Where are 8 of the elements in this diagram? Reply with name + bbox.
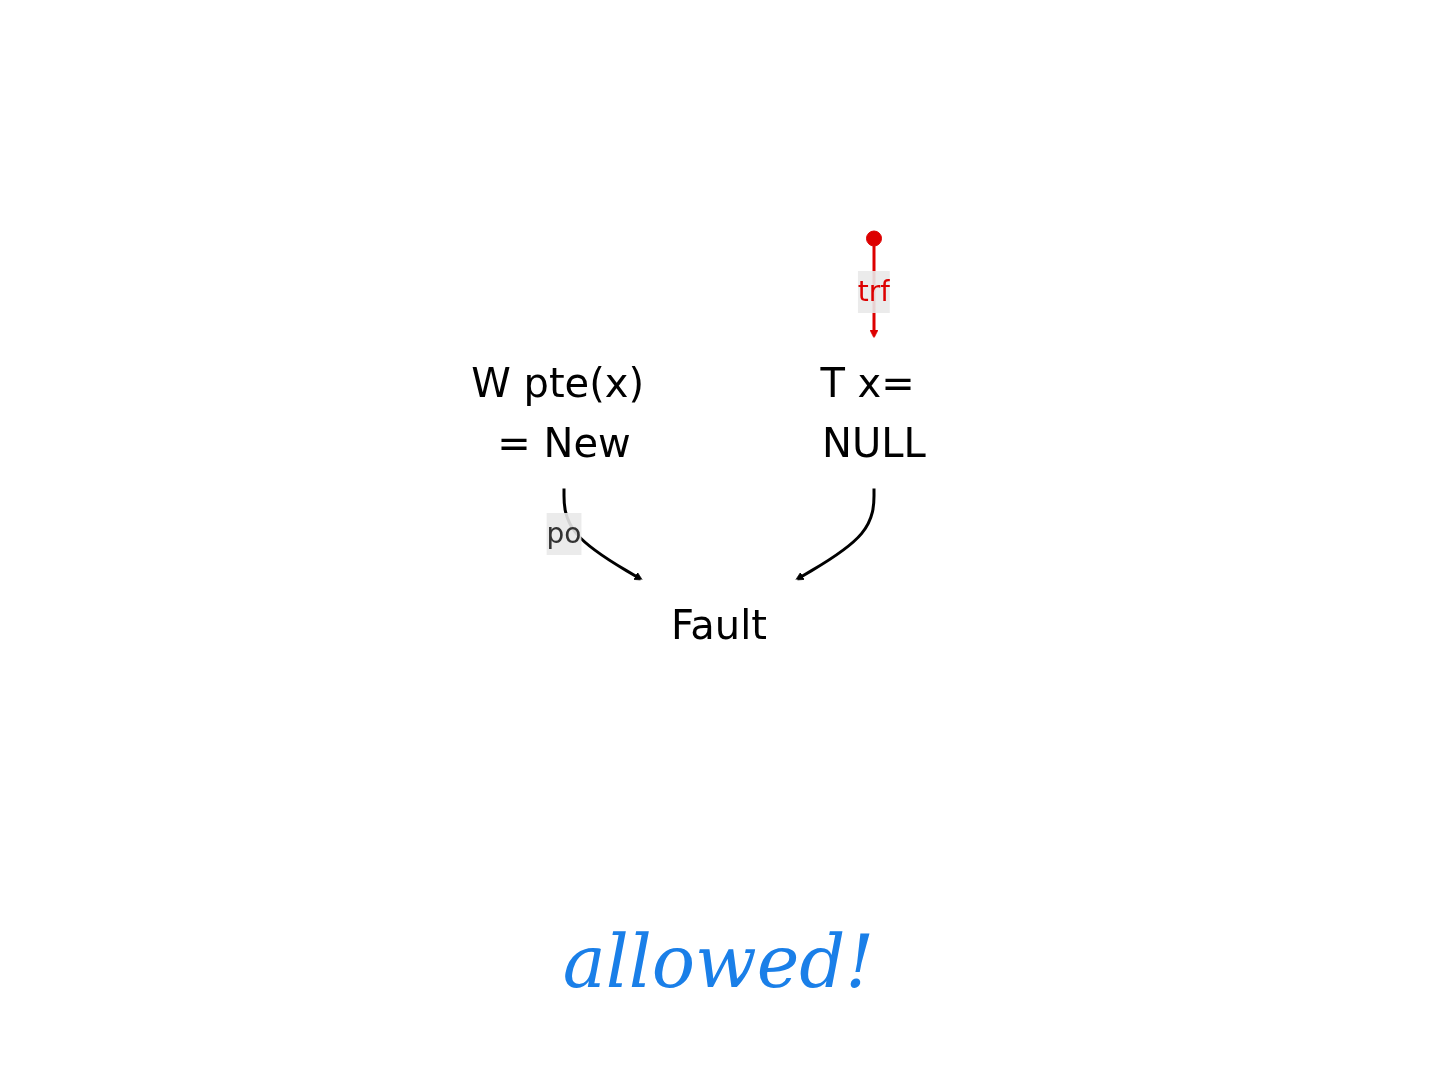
node-text: W pte(x) = New [470,359,644,466]
edge-label: trf [857,274,890,308]
node-text: Fault [670,601,767,648]
node-text: T x= NULL [819,359,926,466]
edge-label: po [546,516,581,550]
node-circle [865,230,882,246]
arrow [794,487,875,580]
note-text: allowed! [562,920,875,1004]
